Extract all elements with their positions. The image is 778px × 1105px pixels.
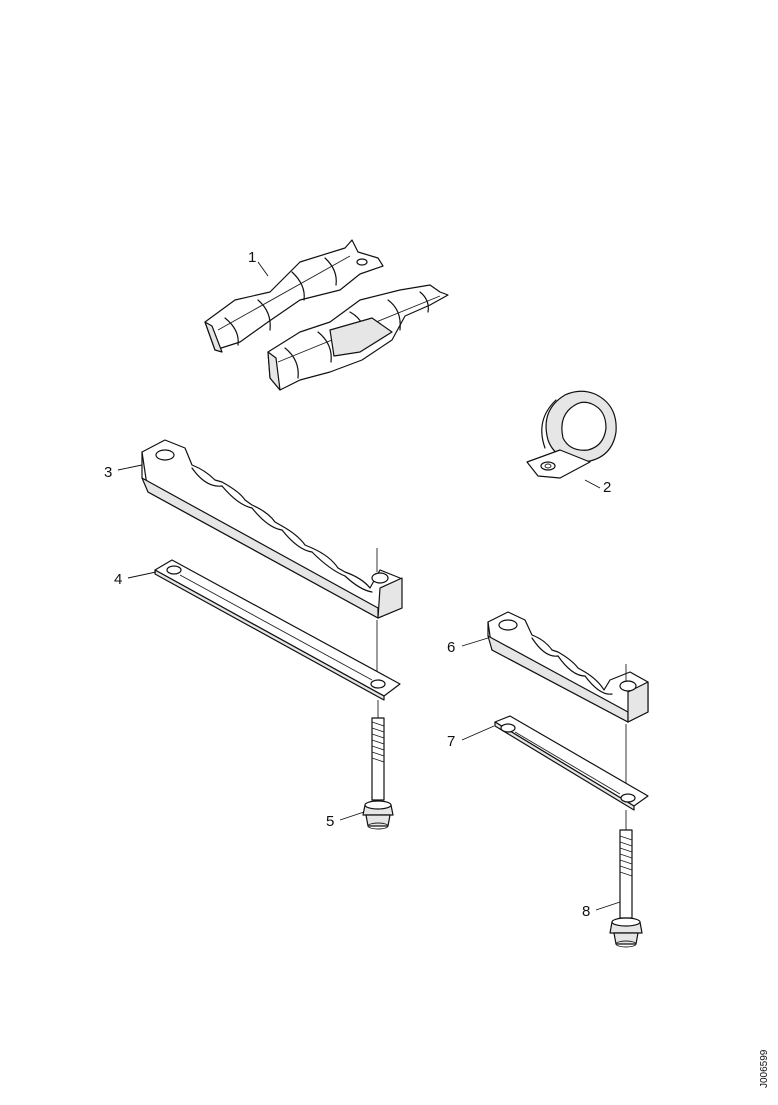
part-7-short-base-plate <box>494 715 649 811</box>
callout-6: 6 <box>447 637 489 656</box>
callout-8: 8 <box>582 901 621 920</box>
callout-1-label: 1 <box>248 249 256 266</box>
part-1-half-clamps <box>204 239 449 391</box>
callout-3-label: 3 <box>104 464 112 481</box>
callout-3: 3 <box>104 464 143 481</box>
callout-1: 1 <box>248 249 269 277</box>
callout-2-label: 2 <box>603 479 611 496</box>
callout-8-label: 8 <box>582 903 590 920</box>
document-reference-code: J006599 <box>759 1049 770 1088</box>
callout-7: 7 <box>447 725 495 750</box>
callout-6-label: 6 <box>447 639 455 656</box>
callout-7-label: 7 <box>447 733 455 750</box>
part-6-short-clamp-block <box>487 611 649 792</box>
part-8-short-bolt <box>609 810 643 948</box>
callout-5: 5 <box>326 811 365 830</box>
callout-2: 2 <box>584 479 611 496</box>
callout-4: 4 <box>114 571 157 588</box>
part-3-long-clamp-block <box>141 439 403 678</box>
callout-4-label: 4 <box>114 571 122 588</box>
callout-5-label: 5 <box>326 813 334 830</box>
document-reference-text: J006599 <box>759 1049 770 1088</box>
part-2-p-clip <box>526 390 617 479</box>
part-5-long-bolt <box>362 700 394 830</box>
